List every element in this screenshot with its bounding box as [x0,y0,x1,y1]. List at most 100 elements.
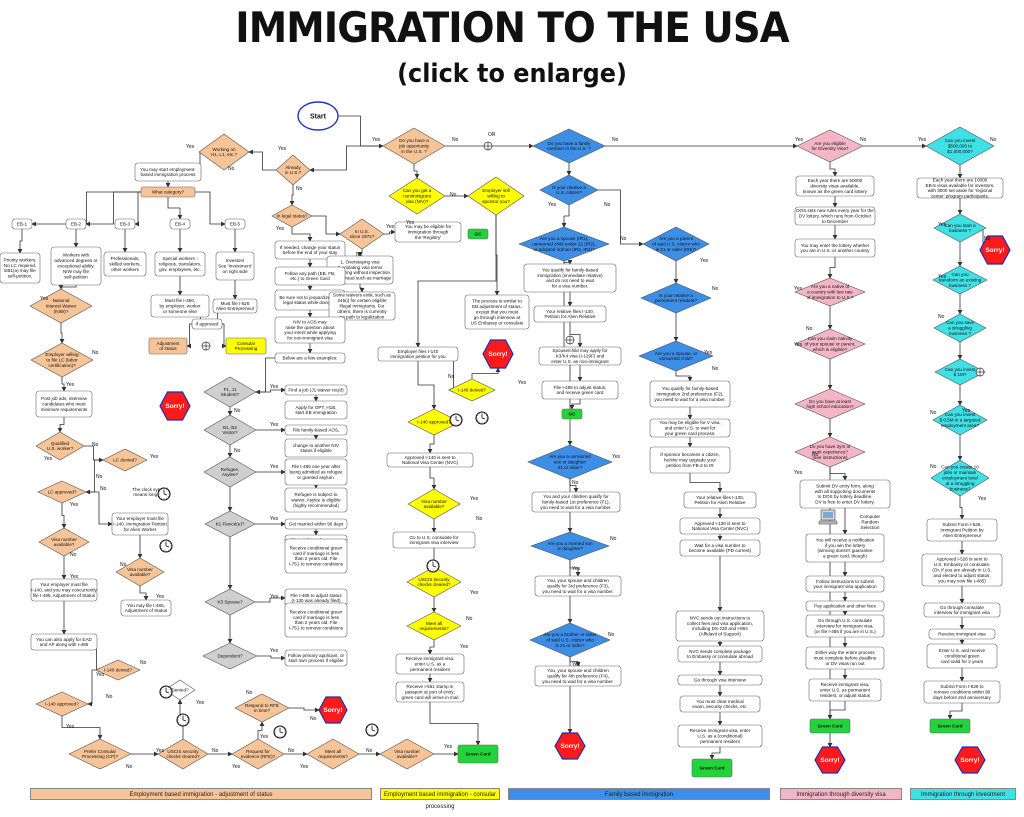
uscis-checks-label: USCIS security [418,577,450,582]
your-employer-aos-label: I-140, and you may concurrently [31,588,97,593]
page-subtitle[interactable]: (click to enlarge) [397,59,627,89]
overstay-label: 4. Visa fraud such as marriage [329,276,392,281]
edge-label-no: No [356,252,363,258]
adjustment-info-label: US Embassy or consulate [471,320,524,325]
edge-label-no: No [476,516,483,522]
transform-business-label: business ? [949,283,971,288]
transform-business-label: transform an existing [939,278,982,283]
eb5-info-shape [916,177,1004,199]
niw-label: Interest Waiver [46,304,77,309]
conditional-gc-k3-shape [284,602,348,638]
follow-instructions-label: your immigrant visa application [813,584,877,589]
pay-fees-label: Pay application and other fees [814,604,877,609]
visa-interview-f-label: Go through visa interview [694,678,747,683]
page-title: IMMIGRATION TO THE USA [235,3,789,52]
family-f1-label: family-based 1st preference (F1), [542,500,610,505]
save-business-label: business ? [949,331,971,336]
spouse-child-visa-label: enter U.S. as non-immigrant [551,359,609,364]
connector-legal_status-to-since_1972 [312,215,341,237]
meet-req-a-label: Meet all [325,749,341,754]
family-f1-label: You and your children qualify for [543,494,609,499]
family-f2-label: You qualify for family-based [662,386,719,391]
start-business-shape [933,213,987,243]
what-cat-shape [140,186,196,198]
working-on-shape [198,133,250,171]
follow-path-label: Follow any path (EB, FB, [285,271,336,276]
edge-label-no: No [92,350,99,356]
conditional-gc-k3-label: than 2 years old. File [295,620,338,625]
request-rfe-label: evidence (RFE)? [241,754,276,759]
connector-what_cat-to-eb3 [134,191,141,227]
node-pay-fees: Pay application and other fees [805,600,885,612]
edge-label-no: No [100,486,107,492]
sorry-dv-shape [814,746,846,774]
invest-500k-shape [932,404,988,436]
refugee-waiver-label: Refugee is subject to [295,492,338,497]
waivers-label: no path to legalization [340,314,385,319]
jeopardize-label: legal status while doing so [283,300,337,305]
eb1-desc-label: Priority workers. [4,257,37,262]
relative-i130-b-label: Your relative files I-130, [696,495,744,500]
visa-avail-c-label: available? [424,504,445,509]
eb1-desc-shape [0,252,41,284]
diversity-info-label: known as the green card lottery [803,189,868,194]
waivers-label: others, there is currently [337,309,387,314]
submit-i526-label: Alien Entrepreneur [943,533,982,538]
notification-label: (winning doesn't guarantee [817,548,872,553]
dependent-shape [202,642,258,670]
edge-label-no: No [366,748,373,754]
gc-registry-shape [467,228,489,240]
aos-note-label: NIV to AOS may [293,319,327,324]
legend-item: Immigration through investment [910,788,1016,800]
may-eligible-v-shape [649,418,731,438]
node-receive-visa-c: Receive immigrant visa,enter U.S. as ape… [395,653,465,675]
start-emp-label: You may start employment- [140,167,196,172]
eb5-desc-label: on right side [222,269,247,274]
approved-i526-label: you may now file I-485) [938,578,986,583]
gc-family-b-label: Green Card [699,766,724,771]
connector-relative_i130-to-spouse_child_visa [569,322,583,348]
edge-label-no: No [620,236,627,242]
two-yrs-work-label: work experience? [812,450,848,455]
f1-j1-label: Student? [221,392,240,397]
nvc-complete-shape [677,645,763,663]
brother-sister-label: is 21 or older? [555,643,585,648]
eb1-desc-label: self-petition. [8,274,33,279]
start-emp-label: based immigration process [141,172,197,177]
gc-emp-label: Green Card [465,752,490,757]
conditional-gc-k1-label: I-751 to remove conditions [289,562,344,567]
submit-i526-label: Immigrant Petition by [940,528,984,533]
eb5-desc-label: See 'Investment' [218,264,252,269]
node-invest-500k: Can you invest$ 0.5M in a targetedemploy… [932,404,988,436]
visa-avail-a-shape [38,527,90,557]
enter-lottery-label: you are in U.S. or another country [801,248,871,253]
employer-willing-label: willing to [487,194,505,199]
if-approved-label: If approved [196,322,219,327]
node-relative-i130: Your relative files I-130,Petition for A… [533,305,607,323]
family-f4-label: You, your spouse and children [547,668,609,673]
working-on-label: H1, L1, etc.? [211,152,237,157]
invest-q-label: Can you invest [945,138,976,143]
edge-label-yes: Yes [70,502,79,508]
eb2-desc-label: advanced degrees or [54,258,98,263]
respond-rfe-label: in time? [254,708,271,713]
eb3-label: EB-3 [120,222,131,227]
receive-visa-f-shape [677,724,763,748]
notification-label: if you win the lottery [825,543,866,548]
eb5-file-shape [212,298,258,314]
gc-family-shape [561,408,583,420]
